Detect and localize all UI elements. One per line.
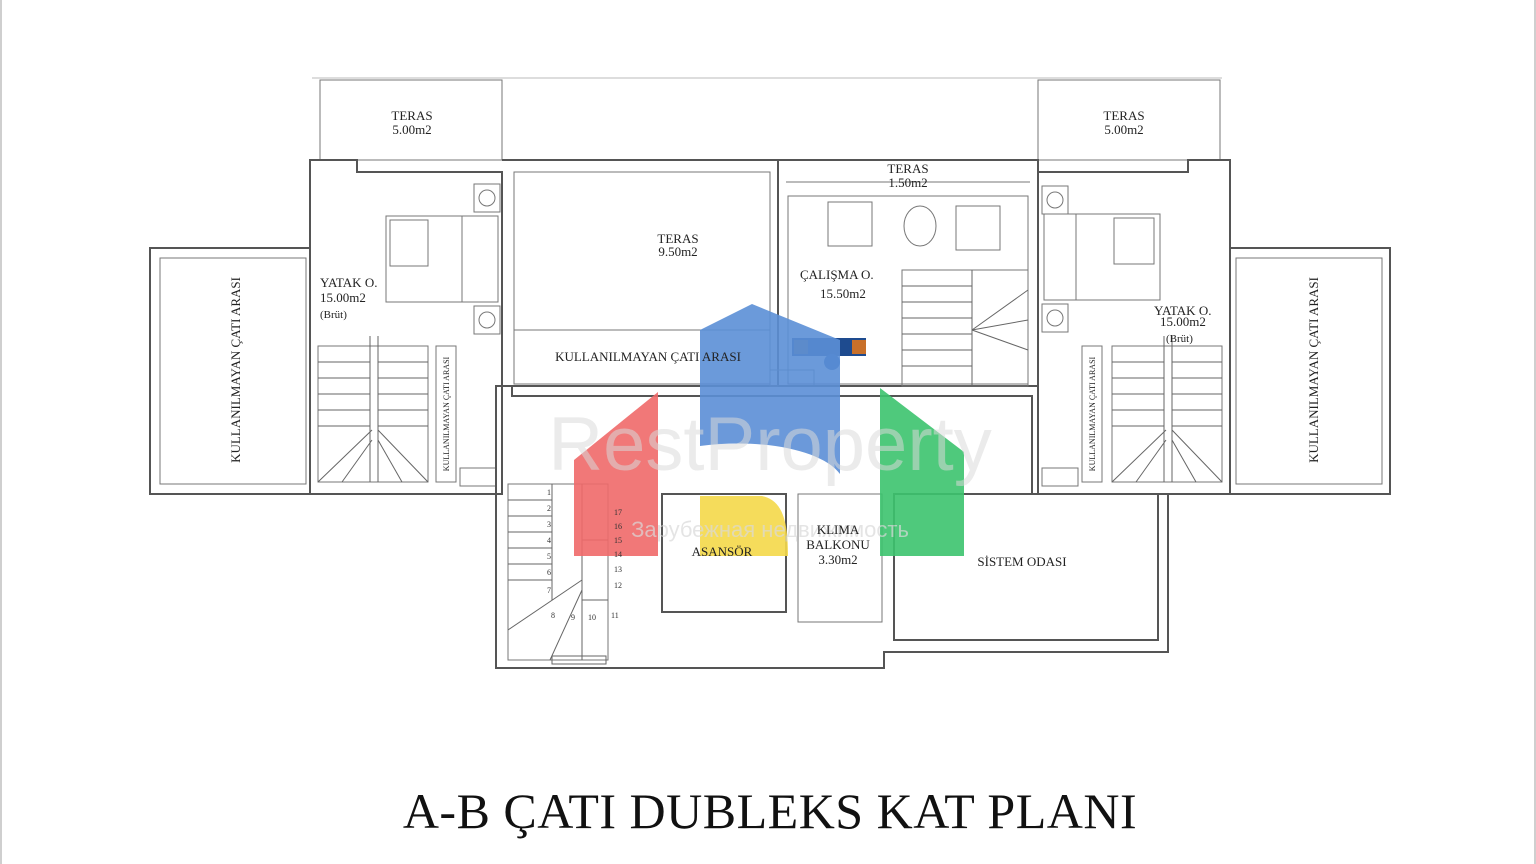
- klima-name2: BALKONU: [806, 537, 870, 552]
- stair-number: 14: [614, 550, 622, 559]
- calisma-name: ÇALIŞMA O.: [800, 267, 874, 282]
- nightstand-right-top: [1041, 185, 1069, 215]
- stair-number: 6: [547, 568, 551, 577]
- lower-stair: [507, 483, 609, 661]
- lower-block-walls: [495, 385, 1169, 669]
- stair-number: 3: [547, 520, 551, 529]
- nightstand-left-top: [473, 183, 501, 213]
- center-upper-walls: [502, 159, 779, 387]
- attic-right-label: KULLANILMAYAN ÇATI ARASI: [1306, 277, 1321, 463]
- stair-number: 9: [571, 613, 575, 622]
- teras-right-name: TERAS: [1103, 108, 1144, 123]
- watermark-blue-shape: [700, 304, 840, 474]
- stair-number: 8: [551, 611, 555, 620]
- stair-number: 2: [547, 504, 551, 513]
- coffee-table: [903, 205, 937, 247]
- teras-center-area: 9.50m2: [658, 244, 697, 259]
- attic-right-small-label: KULLANILMAYAN ÇATI ARASI: [1088, 356, 1097, 471]
- stair-number: 11: [611, 611, 619, 620]
- plan-title: A-B ÇATI DUBLEKS KAT PLANI: [402, 783, 1138, 839]
- stair-number: 4: [547, 536, 551, 545]
- brand-watermark: RestProperty Зарубежная недвижимость: [548, 304, 992, 556]
- watermark-brand: RestProperty: [548, 402, 992, 487]
- yatak-left-area: 15.00m2: [320, 290, 366, 305]
- attic-left-small-label: KULLANILMAYAN ÇATI ARASI: [442, 356, 451, 471]
- yatak-right-name: YATAK O.: [1154, 303, 1211, 318]
- center-teras-outline: [513, 171, 771, 385]
- attic-right-outer: [1229, 247, 1391, 495]
- nightstand-right-bottom: [1041, 303, 1069, 333]
- stair-number: 5: [547, 552, 551, 561]
- stair-right-treads: [1111, 336, 1223, 483]
- stair-number: 13: [614, 565, 622, 574]
- vent-left: [459, 467, 497, 487]
- klima-name: KLIMA: [817, 522, 860, 537]
- attic-left-label: KULLANILMAYAN ÇATI ARASI: [228, 277, 243, 463]
- bed-right-pillow: [1113, 217, 1155, 265]
- stair-left: [317, 345, 429, 483]
- yatak-left-name: YATAK O.: [320, 275, 377, 290]
- stair-number: 16: [614, 522, 622, 531]
- sistem-label: SİSTEM ODASI: [977, 554, 1066, 569]
- watermark-tagline: Зарубежная недвижимость: [631, 517, 909, 542]
- bed-right: [1043, 213, 1161, 301]
- armchair-left: [827, 201, 873, 247]
- attic-left-small: [435, 345, 457, 483]
- watermark-green-shape: [880, 388, 964, 556]
- klima-outline: [797, 493, 883, 623]
- teras-left-outline: [319, 79, 503, 161]
- watermark-red-shape: [574, 392, 658, 556]
- stair-left-treads: [317, 336, 429, 483]
- yatak-right-area: 15.00m2: [1160, 314, 1206, 329]
- desk-item-right: [852, 340, 866, 354]
- bed-left-pillow: [389, 219, 429, 267]
- teras-center-top-name: TERAS: [887, 161, 928, 176]
- sistem-outline: [893, 493, 1159, 641]
- attic-center-label: KULLANILMAYAN ÇATI ARASI: [555, 349, 741, 364]
- yatak-right-note: (Brüt): [1166, 333, 1193, 345]
- klima-area: 3.30m2: [818, 552, 857, 567]
- stair-number: 1: [547, 488, 551, 497]
- nightstand-left-bottom: [473, 305, 501, 335]
- teras-center-top-area: 1.50m2: [888, 175, 927, 190]
- stair-number: 7: [547, 586, 551, 595]
- lamp-right-bottom: [1046, 309, 1064, 327]
- calisma-stair-treads: [902, 270, 1029, 386]
- asansor-label: ASANSÖR: [692, 544, 753, 559]
- attic-right-inner: [1235, 257, 1383, 485]
- yatak-left-note: (Brüt): [320, 309, 347, 321]
- lamp-left-bottom: [478, 311, 496, 329]
- attic-left-inner: [159, 257, 307, 485]
- teras-left-area: 5.00m2: [392, 122, 431, 137]
- attic-left-outer: [149, 247, 311, 495]
- calisma-area: 15.50m2: [820, 286, 866, 301]
- stair-number: 12: [614, 581, 622, 590]
- attic-right-small: [1081, 345, 1103, 483]
- teras-left-name: TERAS: [391, 108, 432, 123]
- stair-number: 17: [614, 508, 622, 517]
- watermark-yellow-shape: [700, 496, 788, 556]
- teras-right-area: 5.00m2: [1104, 122, 1143, 137]
- teras-center-name: TERAS: [657, 231, 698, 246]
- teras-right-outline: [1037, 79, 1221, 161]
- stair-number: 10: [588, 613, 596, 622]
- armchair-right: [955, 205, 1001, 251]
- lamp-left-top: [478, 189, 496, 207]
- vent-right: [1041, 467, 1079, 487]
- bedroom-left-walls: [309, 159, 503, 495]
- stair-right: [1111, 345, 1223, 483]
- calisma-stair: [901, 269, 1029, 387]
- lamp-right-top: [1046, 191, 1064, 209]
- stair-number: 15: [614, 536, 622, 545]
- bed-left: [385, 215, 499, 303]
